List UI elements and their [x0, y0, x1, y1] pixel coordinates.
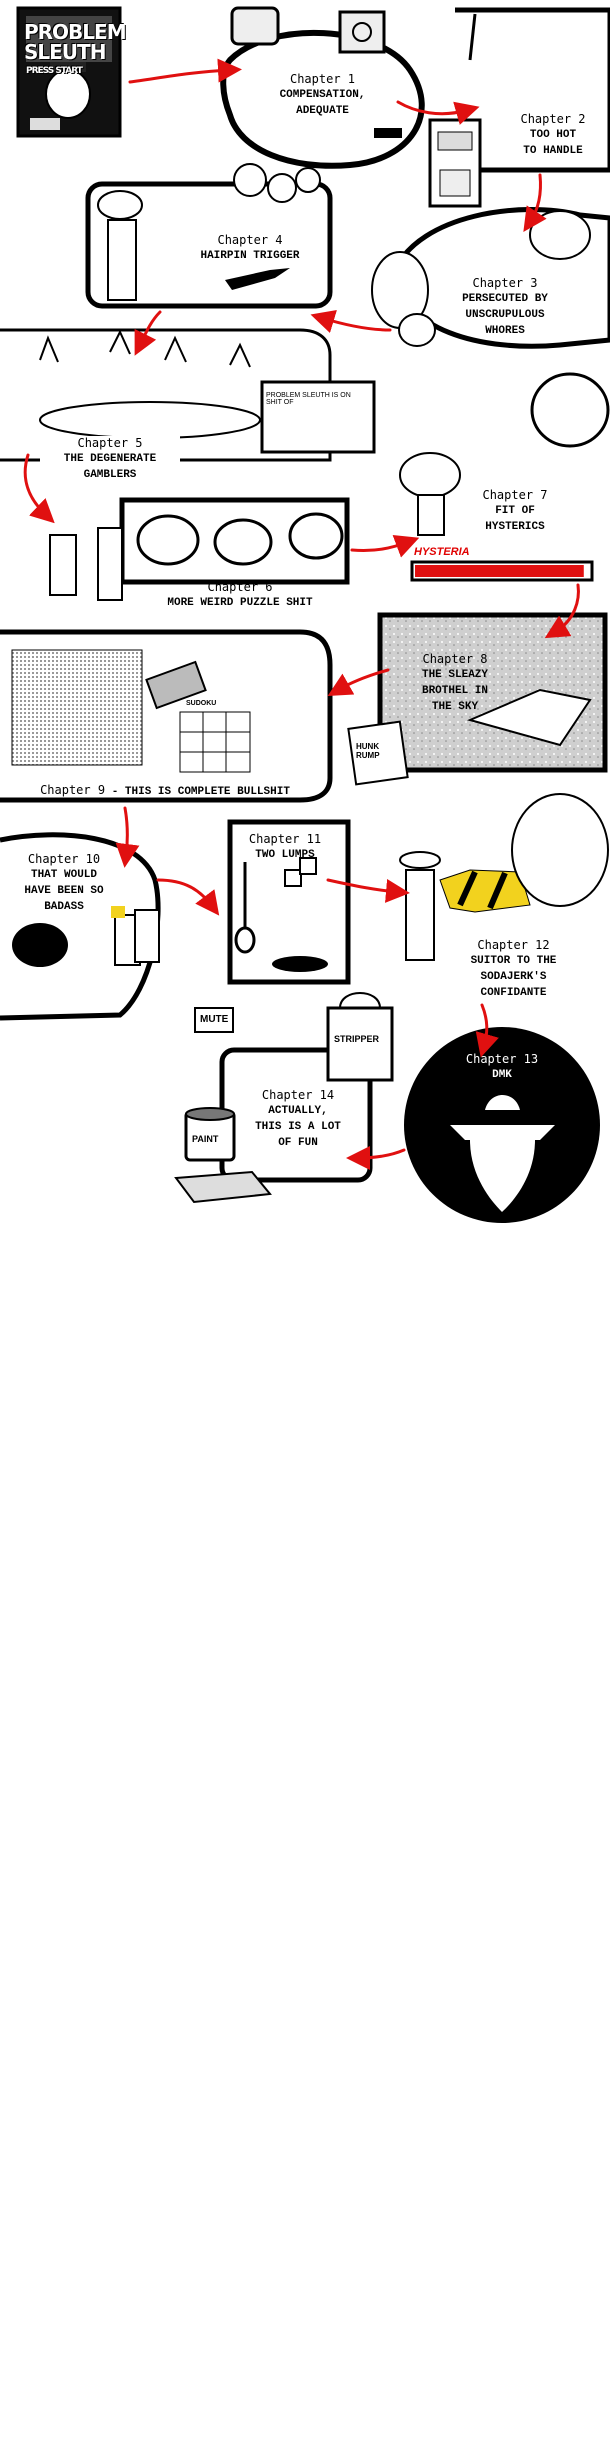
- chapter-12-number: Chapter 12: [477, 938, 550, 952]
- paint-can-label: PAINT: [192, 1134, 219, 1144]
- chapter-7-node[interactable]: [399, 372, 610, 582]
- chapter-8-title: THE SLEAZY BROTHEL IN THE SKY: [421, 669, 488, 713]
- chapter-9-label[interactable]: Chapter 9 - THIS IS COMPLETE BULLSHIT: [10, 781, 320, 800]
- chapter-6-number: Chapter 6: [207, 580, 273, 594]
- chapter-13-number: Chapter 13: [465, 1052, 539, 1066]
- chapter-13-title: DMK: [492, 1069, 512, 1081]
- chapter-6-label[interactable]: Chapter 6 MORE WEIRD PUZZLE SHIT: [140, 580, 340, 611]
- chapter-13-label[interactable]: Chapter 13 DMK: [445, 1052, 559, 1083]
- chapter-1-node[interactable]: [220, 6, 425, 169]
- chapter-9-number: Chapter 9: [40, 783, 106, 797]
- chapter-4-node[interactable]: [85, 163, 333, 309]
- title-card-image[interactable]: [16, 6, 122, 138]
- chapter-1-label[interactable]: Chapter 1 COMPENSATION, ADEQUATE: [255, 72, 390, 119]
- chapter-11-node[interactable]: [227, 819, 351, 985]
- chapter-6-title: MORE WEIRD PUZZLE SHIT: [167, 597, 313, 609]
- sudoku-label: SUDOKU: [186, 700, 217, 707]
- chapter-7-label[interactable]: Chapter 7 FIT OF HYSTERICS: [455, 488, 575, 535]
- chapter-14-number: Chapter 14: [261, 1088, 335, 1102]
- chapter-9-separator: -: [105, 786, 125, 798]
- chapter-10-title: THAT WOULD HAVE BEEN SO BADASS: [24, 869, 104, 913]
- hysteria-meter-fill: [415, 565, 584, 577]
- logo-line-1: PROBLEM: [24, 20, 127, 44]
- chapter-2-node[interactable]: [428, 7, 610, 208]
- logo-line-2: SLEUTH: [24, 40, 106, 64]
- mute-button[interactable]: MUTE: [200, 1014, 229, 1025]
- chapter-8-number: Chapter 8: [422, 652, 488, 666]
- chapter-10-number: Chapter 10: [27, 852, 101, 866]
- press-start-text: PRESS START: [26, 66, 83, 76]
- chapter-9-title: THIS IS COMPLETE BULLSHIT: [124, 786, 290, 798]
- chapter-7-title: FIT OF HYSTERICS: [485, 505, 545, 533]
- chapter-5-node[interactable]: [0, 328, 376, 462]
- chapter-3-number: Chapter 3: [472, 276, 538, 290]
- hunk-rump-sign: HUNK RUMP: [356, 742, 380, 760]
- chapter-9-node[interactable]: [0, 629, 333, 803]
- chapter-5-number: Chapter 5: [77, 436, 143, 450]
- chapter-13-node[interactable]: [404, 1027, 600, 1223]
- chapter-2-label[interactable]: Chapter 2 TOO HOT TO HANDLE: [500, 112, 606, 159]
- chapter-11-number: Chapter 11: [248, 832, 322, 846]
- stripper-sign: STRIPPER: [334, 1034, 380, 1044]
- chapter-4-number: Chapter 4: [217, 233, 283, 247]
- chapter-10-label[interactable]: Chapter 10 THAT WOULD HAVE BEEN SO BADAS…: [8, 852, 120, 915]
- hysteria-label: HYSTERIA: [414, 546, 470, 558]
- chapter-14-node[interactable]: [174, 992, 394, 1204]
- chapter-6-node[interactable]: [49, 497, 350, 601]
- chapter-11-title: TWO LUMPS: [255, 849, 315, 861]
- chapter-14-title: ACTUALLY, THIS IS A LOT OF FUN: [255, 1105, 341, 1149]
- problem-sign: PROBLEM SLEUTH IS ON SHIT OF: [266, 392, 351, 406]
- chapter-2-title: TOO HOT TO HANDLE: [523, 129, 583, 157]
- chapter-1-title: COMPENSATION, ADEQUATE: [279, 89, 366, 117]
- chapter-3-label[interactable]: Chapter 3 PERSECUTED BY UNSCRUPULOUS WHO…: [440, 276, 570, 339]
- chapter-3-title: PERSECUTED BY UNSCRUPULOUS WHORES: [462, 293, 548, 337]
- chapter-5-title: THE DEGENERATE GAMBLERS: [63, 453, 157, 481]
- chapter-2-number: Chapter 2: [520, 112, 586, 126]
- chapter-14-label[interactable]: Chapter 14 ACTUALLY, THIS IS A LOT OF FU…: [242, 1088, 354, 1151]
- chapter-12-title: SUITOR TO THE SODAJERK'S CONFIDANTE: [470, 955, 557, 999]
- chapter-4-title: HAIRPIN TRIGGER: [200, 250, 300, 262]
- chapter-10-node[interactable]: [0, 832, 161, 1021]
- chapter-4-label[interactable]: Chapter 4 HAIRPIN TRIGGER: [180, 233, 320, 264]
- chapter-3-node[interactable]: [371, 207, 610, 349]
- chapter-8-node[interactable]: [347, 612, 608, 786]
- path-arrows: [23, 58, 580, 1170]
- chapter-12-label[interactable]: Chapter 12 SUITOR TO THE SODAJERK'S CONF…: [446, 938, 581, 1001]
- chapter-11-label[interactable]: Chapter 11 TWO LUMPS: [235, 832, 335, 863]
- chapter-8-label[interactable]: Chapter 8 THE SLEAZY BROTHEL IN THE SKY: [400, 652, 510, 715]
- chapter-7-number: Chapter 7: [482, 488, 548, 502]
- chapter-12-node[interactable]: [399, 793, 609, 961]
- chapter-1-number: Chapter 1: [289, 72, 356, 86]
- chapter-5-label[interactable]: Chapter 5 THE DEGENERATE GAMBLERS: [40, 436, 180, 483]
